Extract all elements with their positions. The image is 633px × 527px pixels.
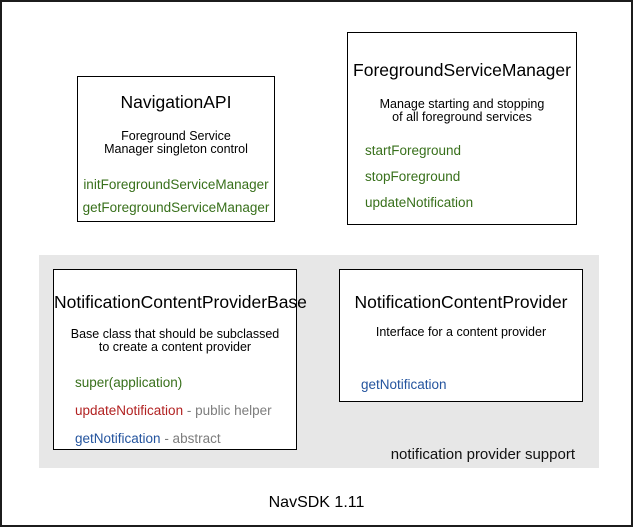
notification-content-provider-description: Interface for a content provider (340, 326, 582, 339)
notification-content-provider-methods: getNotification (340, 378, 582, 392)
navigation-api-title: NavigationAPI (120, 92, 232, 112)
navigation-api-box: NavigationAPI Foreground Service Manager… (77, 76, 275, 222)
foreground-service-manager-description: Manage starting and stopping of all fore… (348, 98, 576, 124)
method-init-foreground-service-manager: initForegroundServiceManager (83, 177, 269, 192)
method-update-notification: updateNotification - public helper (75, 404, 296, 418)
method-name: updateNotification (75, 403, 184, 418)
method-name: getNotification (361, 377, 447, 392)
notification-content-provider-base-description: Base class that should be subclassed to … (54, 328, 296, 354)
notification-content-provider-box: NotificationContentProvider Interface fo… (339, 269, 583, 402)
method-suffix: - public helper (183, 403, 272, 418)
method-start-foreground: startForeground (365, 143, 462, 158)
method-super-application: super(application) (75, 376, 296, 390)
panel-label: notification provider support (390, 446, 575, 463)
method-get-notification: getNotification - abstract (75, 432, 296, 446)
foreground-service-manager-methods: startForeground stopForeground updateNot… (348, 144, 576, 210)
foreground-service-manager-title: ForegroundServiceManager (353, 60, 571, 80)
description-line: Interface for a content provider (375, 325, 547, 339)
method-get-foreground-service-manager: getForegroundServiceManager (82, 200, 270, 215)
method-update-notification: updateNotification (365, 195, 474, 210)
description-line: Manage starting and stopping (379, 97, 545, 111)
notification-content-provider-title: NotificationContentProvider (354, 292, 568, 312)
notification-content-provider-base-title: NotificationContentProviderBase (54, 292, 307, 312)
notification-content-provider-base-box: NotificationContentProviderBase Base cla… (53, 269, 307, 450)
navigation-api-methods: initForegroundServiceManager getForegrou… (78, 178, 274, 215)
method-suffix: - abstract (160, 431, 221, 446)
sdk-version-caption: NavSDK 1.11 (268, 494, 365, 511)
notification-content-provider-base-methods: super(application) updateNotification - … (54, 376, 296, 446)
description-line: Base class that should be subclassed (70, 327, 280, 341)
method-name: getNotification (75, 431, 161, 446)
description-line: to create a content provider (98, 340, 252, 354)
method-name: super(application) (75, 375, 183, 390)
method-get-notification: getNotification (361, 378, 582, 392)
description-line: Manager singleton control (104, 142, 248, 156)
method-stop-foreground: stopForeground (365, 169, 461, 184)
foreground-service-manager-box: ForegroundServiceManager Manage starting… (347, 32, 577, 225)
description-line: Foreground Service (121, 129, 231, 143)
description-line: of all foreground services (392, 110, 532, 124)
navigation-api-description: Foreground Service Manager singleton con… (78, 130, 274, 156)
